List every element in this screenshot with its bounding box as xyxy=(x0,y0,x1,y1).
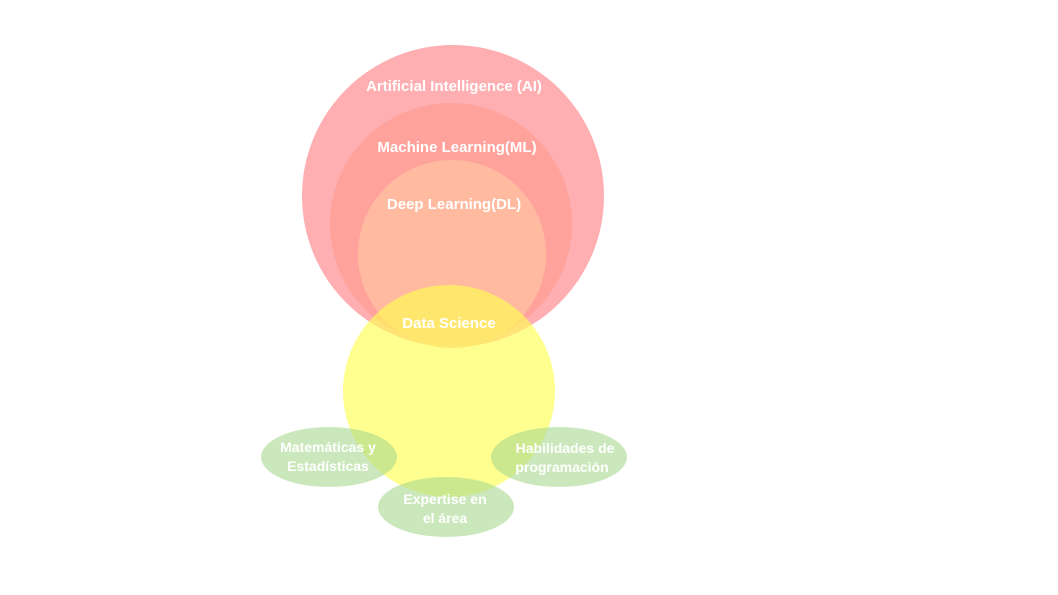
math-stats-ellipse xyxy=(261,427,397,487)
programming-label-line1: Habilidades de xyxy=(516,440,615,456)
ml-label: Machine Learning(ML) xyxy=(377,139,536,156)
math-stats-label-line2: Estadísticas xyxy=(287,458,369,474)
dl-label: Deep Learning(DL) xyxy=(387,196,521,213)
ai-label: Artificial Intelligence (AI) xyxy=(366,78,542,95)
domain-expertise-label-line1: Expertise en xyxy=(403,491,486,507)
math-stats-label-line1: Matemáticas y xyxy=(280,439,376,455)
data-science-label: Data Science xyxy=(402,315,495,332)
domain-expertise-ellipse xyxy=(378,477,514,537)
programming-label-line2: programación xyxy=(515,459,608,475)
domain-expertise-label-line2: el área xyxy=(423,510,468,526)
programming-ellipse xyxy=(491,427,627,487)
